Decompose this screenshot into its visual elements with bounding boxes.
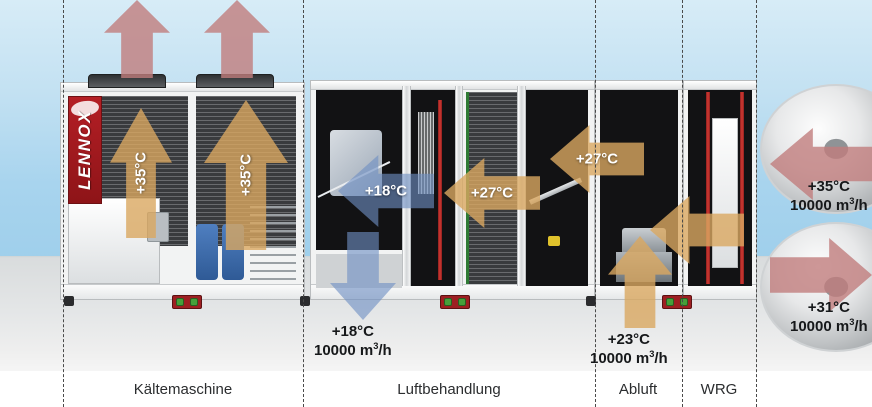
flow-value: 10000 m: [790, 197, 850, 215]
divider-0: [63, 0, 64, 407]
callout-supply-air-temp: +18°C: [331, 323, 374, 340]
flow-suffix: /h: [854, 318, 868, 336]
flow-exponent: 3: [373, 341, 379, 352]
arrow-shape: [204, 100, 288, 250]
wrg-base: [684, 284, 756, 299]
callout-outdoor-intake-flow: 10000 m3/h: [790, 196, 868, 215]
arrow-condenser-exhaust-left: [104, 0, 170, 78]
lennox-wordmark: LENNOX: [75, 110, 94, 190]
callout-exhaust-air-temp: +23°C: [607, 331, 650, 348]
section-label-abluft: Abluft: [618, 381, 658, 398]
arrow-shape: [330, 232, 396, 320]
arrow-shape: [444, 158, 540, 228]
heating-coil: [418, 112, 434, 194]
callout-exhaust-air: +23°C 10000 m3/h: [590, 330, 668, 368]
flow-suffix: /h: [654, 350, 668, 368]
ahu-roof: [311, 81, 594, 90]
arrow-shape: [104, 0, 170, 78]
callout-outdoor-discharge-temp: +31°C: [807, 299, 850, 316]
service-indicator-green: [190, 298, 198, 306]
service-indicator-green: [680, 298, 688, 306]
callout-outdoor-discharge-flow: 10000 m3/h: [790, 317, 868, 336]
arrow-condenser-intake-left: +35°C: [110, 108, 172, 238]
section-label-wrg: WRG: [700, 381, 738, 398]
arrow-shape: [338, 155, 434, 227]
section-label-kaeltemaschine: Kältemaschine: [133, 381, 233, 398]
arrow-shape: [204, 0, 270, 78]
arrow-mixed-air-coil: +27°C: [444, 158, 540, 228]
arrow-shape: [110, 108, 172, 238]
exhaust-roof: [596, 81, 682, 90]
damper-actuator: [548, 236, 560, 246]
arrow-return-air-filter: +27°C: [550, 125, 644, 193]
chiller-base: [61, 284, 304, 299]
lennox-logo-panel: LENNOX: [68, 96, 102, 204]
callout-outdoor-intake: +35°C 10000 m3/h: [790, 177, 868, 215]
callout-outdoor-intake-temp: +35°C: [807, 178, 850, 195]
divider-2: [595, 0, 596, 407]
service-indicator-green: [666, 298, 674, 306]
flow-value: 10000 m: [790, 318, 850, 336]
service-hatch-1[interactable]: [172, 295, 202, 309]
callout-outdoor-discharge: +31°C 10000 m3/h: [790, 298, 868, 336]
service-indicator-green: [444, 298, 452, 306]
coil-pipe-red: [438, 100, 442, 280]
service-indicator-green: [458, 298, 466, 306]
chiller-compressor-a: [196, 224, 218, 280]
callout-exhaust-air-flow: 10000 m3/h: [590, 349, 668, 368]
wrg-pipe-red-right: [740, 92, 744, 284]
arrow-supply-air-internal: +18°C: [338, 155, 434, 227]
flow-value: 10000 m: [590, 350, 650, 368]
divider-3: [682, 0, 683, 407]
unit-foot-mid: [300, 296, 310, 306]
callout-supply-air: +18°C 10000 m3/h: [314, 322, 392, 360]
callout-supply-air-flow: 10000 m3/h: [314, 341, 392, 360]
arrow-shape: [608, 236, 672, 328]
flow-exponent: 3: [849, 317, 855, 328]
flow-suffix: /h: [854, 197, 868, 215]
flow-suffix: /h: [378, 342, 392, 360]
unit-foot-left: [64, 296, 74, 306]
arrow-outdoor-air-intake: [770, 128, 872, 200]
wrg-pipe-red-left: [706, 92, 710, 284]
wrg-roof: [684, 81, 756, 90]
arrow-supply-air-outlet: [330, 232, 396, 320]
unit-foot-right: [586, 296, 596, 306]
arrow-condenser-exhaust-right: [204, 0, 270, 78]
flow-exponent: 3: [649, 349, 655, 360]
service-hatch-3[interactable]: [662, 295, 692, 309]
arrow-exhaust-air-wrg: [650, 196, 744, 264]
legend-background: [0, 371, 872, 407]
service-hatch-2[interactable]: [440, 295, 470, 309]
section-label-luftbehandlung: Luftbehandlung: [397, 381, 501, 398]
arrow-outdoor-air-discharge: [770, 238, 872, 312]
divider-4: [756, 0, 757, 407]
arrow-condenser-intake-right: +35°C: [204, 100, 288, 250]
flow-value: 10000 m: [314, 342, 374, 360]
arrow-shape: [550, 125, 644, 193]
arrow-exhaust-air-inlet: [608, 236, 672, 328]
divider-1: [303, 0, 304, 407]
flow-exponent: 3: [849, 196, 855, 207]
service-indicator-green: [176, 298, 184, 306]
chiller-roof: [61, 83, 304, 92]
